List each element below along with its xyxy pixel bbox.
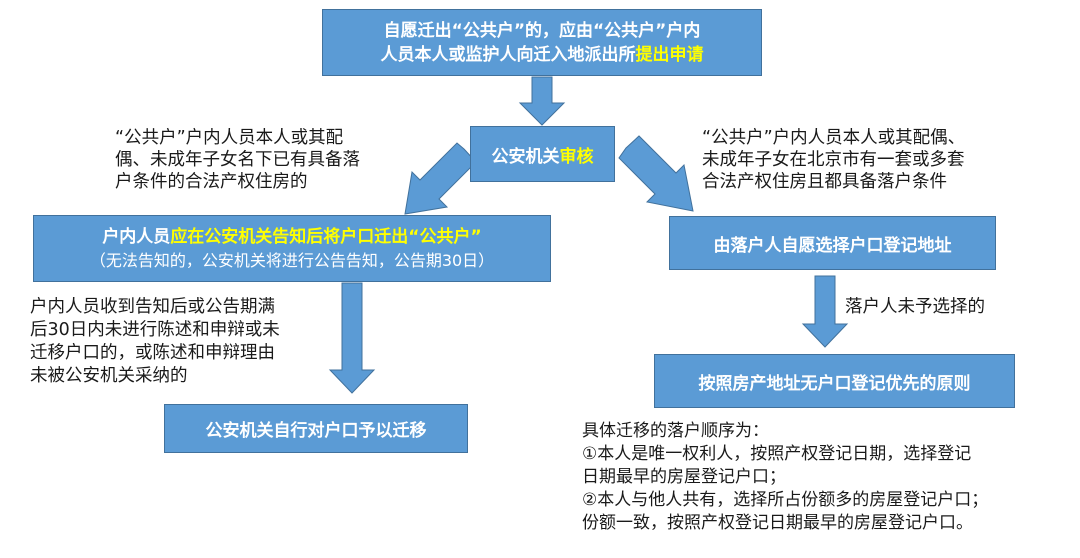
start-application-box: 自愿迁出“公共户”的，应由“公共户”户内 人员本人或监护人向迁入地派出所提出申请: [322, 9, 762, 76]
notify-highlight: 应在公安机关告知后将户口迁出“公共户”: [170, 226, 482, 247]
start-line-1: 自愿迁出“公共户”的，应由“公共户”户内: [383, 20, 701, 41]
left-condition-line: 偶、未成年子女名下已有具备落: [115, 150, 360, 170]
left-timeout-line: 迁移户口的，或陈述和申辩理由: [30, 343, 275, 363]
arrow-review-to-choose: [618, 135, 694, 212]
review-highlight: 审核: [559, 146, 594, 167]
start-line-2-text: 人员本人或监护人向迁入地派出所: [380, 44, 636, 65]
notify-text: 户内人员: [102, 226, 171, 247]
start-line-2-highlight: 提出申请: [635, 44, 704, 65]
left-timeout-line: 未被公安机关采纳的: [30, 366, 188, 386]
notify-line-1: 户内人员应在公安机关告知后将户口迁出“公共户”: [102, 225, 481, 249]
arrow-start-to-review: [518, 76, 566, 126]
left-condition-line: “公共户”户内人员本人或其配: [115, 128, 344, 148]
left-timeout-note: 户内人员收到告知后或公告期满 后30日内未进行陈述和申辩或未 迁移户口的，或陈述…: [30, 296, 280, 388]
notify-subline: （无法告知的，公安机关将进行公告告知，公告期30日）: [89, 250, 495, 270]
left-condition-line: 户条件的合法产权住房的: [115, 172, 308, 192]
left-condition-note: “公共户”户内人员本人或其配 偶、未成年子女名下已有具备落 户条件的合法产权住房…: [115, 127, 360, 193]
settlement-order-note: 具体迁移的落户顺序为： ①本人是唯一权利人，按照产权登记日期，选择登记 日期最早…: [582, 420, 988, 535]
arrow-review-to-notify: [404, 142, 477, 215]
right-condition-line: “公共户”户内人员本人或其配偶、: [702, 128, 966, 148]
principle-box: 按照房产地址无户口登记优先的原则: [654, 354, 1015, 408]
principle-label: 按照房产地址无户口登记优先的原则: [698, 373, 971, 394]
review-text: 公安机关: [491, 146, 560, 167]
right-condition-line: 合法产权住房且都具备落户条件: [702, 172, 947, 192]
arrow-choose-to-principle: [801, 275, 849, 348]
order-line: 具体迁移的落户顺序为：: [582, 421, 769, 441]
auto-relocate-box: 公安机关自行对户口予以迁移: [164, 404, 468, 453]
right-condition-note: “公共户”户内人员本人或其配偶、 未成年子女在北京市有一套或多套 合法产权住房且…: [702, 127, 965, 193]
order-line: 日期最早的房屋登记户口；: [582, 467, 786, 487]
start-line-2: 人员本人或监护人向迁入地派出所提出申请: [381, 43, 704, 67]
notify-box: 户内人员应在公安机关告知后将户口迁出“公共户” （无法告知的，公安机关将进行公告…: [33, 215, 551, 282]
arrow-notify-to-relocate: [328, 282, 376, 394]
auto-relocate-label: 公安机关自行对户口予以迁移: [205, 421, 427, 441]
order-line: 份额一致，按照产权登记日期最早的房屋登记户口。: [582, 513, 973, 533]
no-choice-note: 落户人未予选择的: [845, 296, 985, 318]
left-timeout-line: 后30日内未进行陈述和申辩或未: [30, 320, 280, 340]
no-choice-text: 落户人未予选择的: [845, 297, 985, 317]
left-timeout-line: 户内人员收到告知后或公告期满: [30, 297, 275, 317]
right-condition-line: 未成年子女在北京市有一套或多套: [702, 150, 965, 170]
choose-address-box: 由落户人自愿选择户口登记地址: [669, 216, 996, 270]
choose-address-label: 由落户人自愿选择户口登记地址: [713, 235, 952, 256]
order-line: ①本人是唯一权利人，按照产权登记日期，选择登记: [582, 444, 972, 464]
order-line: ②本人与他人共有，选择所占份额多的房屋登记户口；: [582, 490, 989, 510]
review-label: 公安机关审核: [492, 142, 594, 167]
review-box: 公安机关审核: [470, 126, 615, 182]
